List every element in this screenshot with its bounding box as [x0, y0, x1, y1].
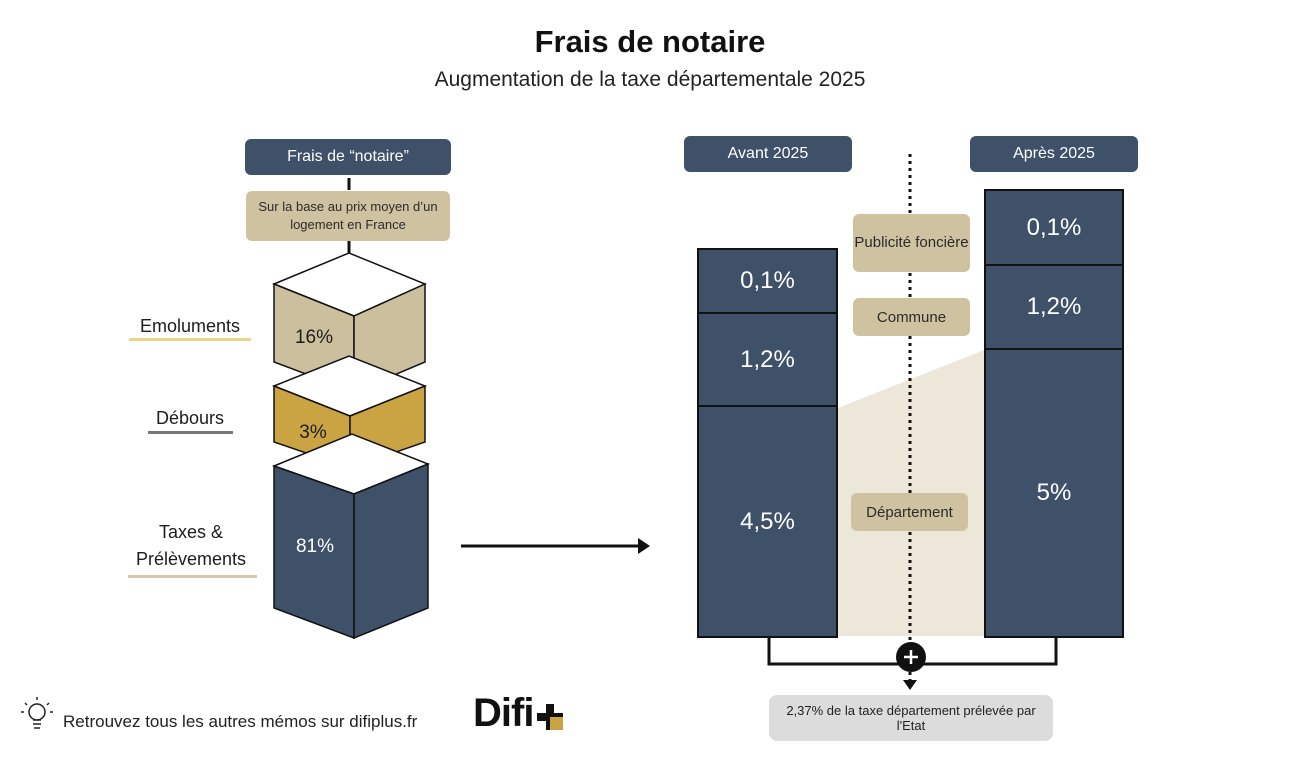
- base-note: Sur la base au prix moyen d’un logement …: [246, 191, 450, 241]
- after-commune-segment: 1,2%: [984, 264, 1124, 350]
- debours-underline: [148, 431, 233, 434]
- before-2025-label: Avant 2025: [684, 136, 852, 172]
- dotted-arrow-head: [903, 680, 917, 690]
- page-title: Frais de notaire: [534, 24, 766, 59]
- footer-memo-link[interactable]: Retrouvez tous les autres mémos sur difi…: [63, 712, 418, 731]
- debours-label: Débours: [155, 408, 225, 428]
- logo-text: Difi: [473, 690, 534, 735]
- difiplus-logo: Difi: [473, 690, 564, 736]
- taxes-label-line2: Prélèvements: [135, 549, 247, 569]
- state-levy-note: 2,37% de la taxe département prélevée pa…: [769, 695, 1053, 741]
- emoluments-underline: [129, 338, 251, 341]
- debours-percent: 3%: [299, 422, 327, 443]
- taxes-underline: [128, 575, 257, 578]
- notary-fees-label: Frais de “notaire”: [245, 139, 451, 175]
- taxes-cube: [271, 433, 431, 640]
- commune-tag: Commune: [853, 298, 970, 336]
- after-departement-segment: 5%: [984, 348, 1124, 638]
- emoluments-label: Emoluments: [139, 316, 241, 336]
- before-departement-segment: 4,5%: [697, 405, 838, 638]
- emoluments-percent: 16%: [294, 327, 334, 348]
- publicite-fonciere-tag: Publicité foncière: [853, 214, 970, 272]
- before-commune-segment: 1,2%: [697, 312, 838, 407]
- before-publicite-segment: 0,1%: [697, 248, 838, 314]
- taxes-percent: 81%: [295, 536, 335, 557]
- taxes-label-line1: Taxes &: [158, 522, 224, 542]
- transition-arrow-head: [638, 538, 650, 554]
- after-publicite-segment: 0,1%: [984, 189, 1124, 266]
- after-2025-label: Après 2025: [970, 136, 1138, 172]
- logo-plus-icon: [537, 704, 564, 730]
- page-subtitle: Augmentation de la taxe départementale 2…: [434, 68, 866, 91]
- departement-tag: Département: [851, 493, 968, 531]
- lightbulb-icon: [21, 697, 53, 729]
